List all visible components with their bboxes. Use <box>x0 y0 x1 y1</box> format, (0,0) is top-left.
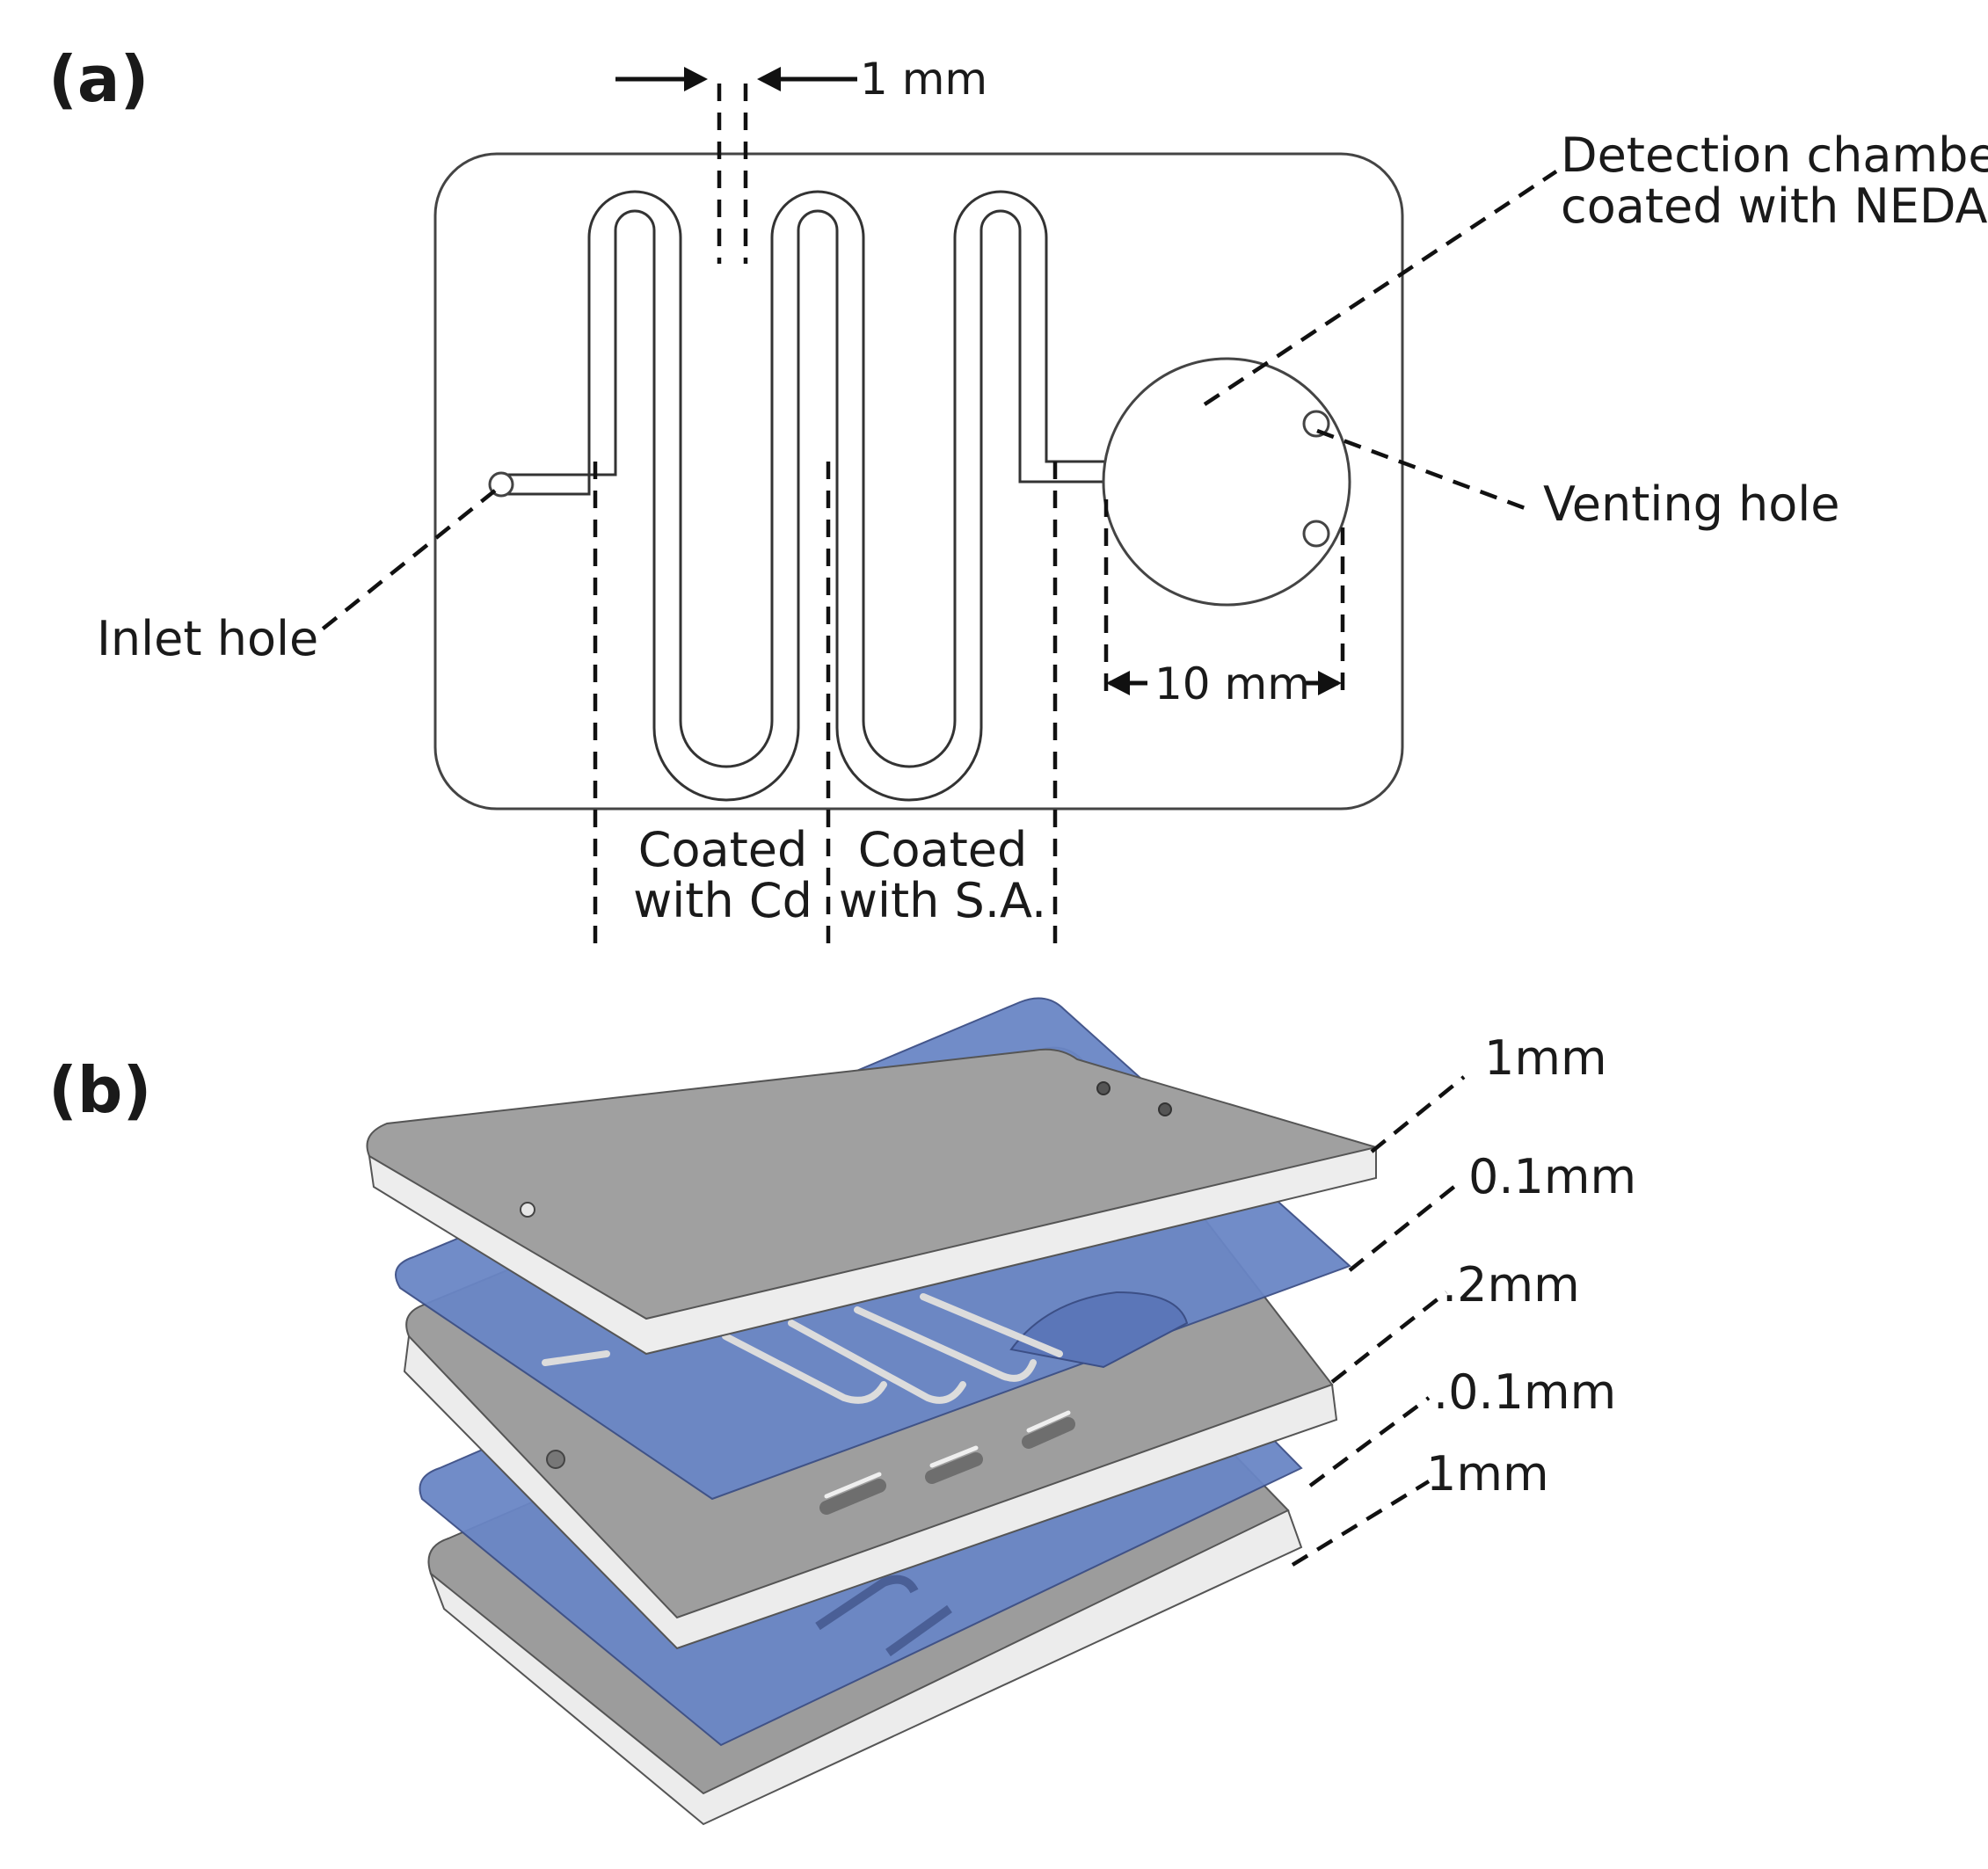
panel-a-label: (a) <box>48 42 149 116</box>
coated-cd-line1: Coated <box>638 822 808 877</box>
lower-film-channels <box>815 1574 952 1657</box>
detection-leader-line <box>1203 170 1558 406</box>
venting-hole-1 <box>1302 410 1330 438</box>
inlet-leader-line <box>310 489 497 639</box>
layer-top-plate <box>366 1048 1380 1356</box>
middle-plate-channel-highlights <box>824 1410 1071 1499</box>
serpentine-channel-inner <box>501 209 1110 802</box>
layer-1-thickness: 1mm <box>1484 1030 1607 1086</box>
leader-layer-5 <box>1291 1480 1431 1567</box>
dimension-10mm: 10 mm <box>1103 499 1345 709</box>
top-plate-inlet-hole <box>520 1202 535 1218</box>
layer-4-thickness: .0.1mm <box>1433 1364 1616 1420</box>
panel-b-label: (b) <box>48 1053 151 1127</box>
coated-sa-line2: with S.A. <box>839 873 1046 928</box>
top-plate-vent-hole-1 <box>1096 1081 1111 1095</box>
inlet-hole-label: Inlet hole <box>97 611 318 666</box>
panel-a: (a) 1 mm Detection chamber coated with N… <box>48 42 1988 954</box>
detection-label-line1: Detection chamber <box>1561 127 1988 183</box>
upper-film-serpentine <box>542 1293 1063 1404</box>
venting-hole-2 <box>1302 520 1330 548</box>
leader-layer-4 <box>1308 1396 1431 1487</box>
serpentine-channel-outer <box>501 190 1110 768</box>
dimension-1mm: 1 mm <box>615 54 987 264</box>
middle-plate-channels <box>819 1417 1075 1515</box>
coated-cd-line2: with Cd <box>633 873 812 928</box>
leader-layer-1 <box>1370 1075 1466 1153</box>
venting-leader-line <box>1316 428 1535 514</box>
venting-hole-label: Venting hole <box>1543 476 1840 532</box>
top-plate-vent-hole-2 <box>1158 1102 1172 1116</box>
inlet-hole <box>488 471 514 498</box>
leader-layer-2 <box>1348 1181 1461 1272</box>
middle-plate-hole <box>546 1450 565 1469</box>
detection-chamber <box>1102 357 1351 607</box>
detection-label-line2: coated with NEDA <box>1561 178 1988 234</box>
layer-5-thickness: 1mm <box>1426 1446 1549 1502</box>
panel-b: (b) <box>48 997 1636 1826</box>
coated-sa-line1: Coated <box>858 822 1028 877</box>
dim-10mm-label: 10 mm <box>1154 658 1310 709</box>
chip-outline <box>433 152 1404 811</box>
layer-3-thickness: .2mm <box>1442 1257 1580 1313</box>
leader-layer-3 <box>1330 1291 1448 1384</box>
layer-2-thickness: 0.1mm <box>1468 1149 1636 1204</box>
dim-1mm-label: 1 mm <box>860 54 987 105</box>
